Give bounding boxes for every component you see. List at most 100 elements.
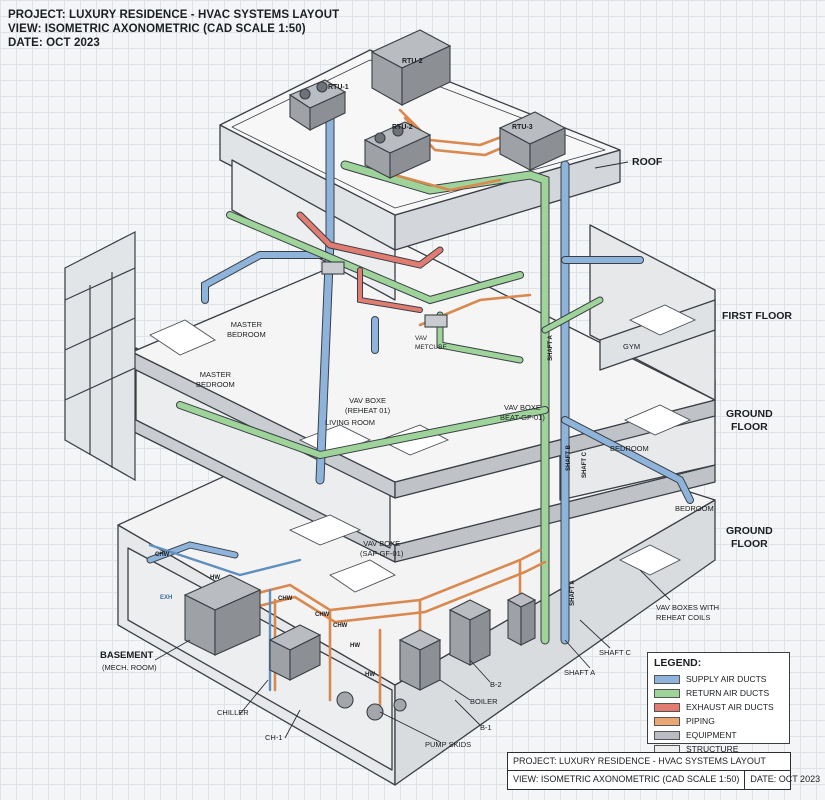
rtu-2a-label: RTU-2 [402, 58, 423, 65]
legend-title: LEGEND: [654, 657, 702, 669]
legend-label: STRUCTURE [686, 744, 739, 754]
legend-label: SUPPLY AIR DUCTS [686, 674, 767, 684]
legend-label: RETURN AIR DUCTS [686, 688, 770, 698]
callout-pump-skids: PUMP SKIDS [425, 740, 472, 749]
legend-rows: SUPPLY AIR DUCTS RETURN AIR DUCTS EXHAUST … [654, 672, 783, 756]
rtu-3-label: RTU-3 [512, 124, 533, 131]
level-basement: BASEMENT [100, 650, 154, 661]
bed-ground [623, 404, 692, 436]
room-living-room: LIVING ROOM [325, 418, 376, 427]
level-basement-sub: (MECH. ROOM) [102, 663, 157, 672]
callout-vav-box-1-line1: VAV BOXE [349, 396, 386, 405]
legend-item: PIPING [654, 714, 783, 728]
shaft-tag-2: SHAFT B [566, 445, 572, 471]
callout-vav-reheat-line1: VAV BOXES WITH [656, 603, 720, 612]
isometric-drawing [64, 29, 716, 786]
rtu-2b-unit [363, 121, 432, 179]
rtu-2b-label: RTU-2 [392, 124, 413, 131]
pipe-tag-chw-3: CHW [315, 612, 330, 618]
rtu-1-unit [288, 79, 347, 132]
level-ground-upper: GROUND FLOOR [726, 408, 773, 434]
bed-master [149, 319, 216, 356]
legend-item: SUPPLY AIR DUCTS [654, 672, 783, 686]
room-bedroom-ground: BEDROOM [610, 444, 649, 453]
legend-label: EXHAUST AIR DUCTS [686, 702, 774, 712]
legend-item: EXHAUST AIR DUCTS [654, 700, 783, 714]
rtu-2a-unit [370, 29, 452, 106]
pipe-tag-hw-2: HW [350, 643, 360, 649]
shaft-tag-3: SHAFT C [582, 452, 588, 478]
legend-item: RETURN AIR DUCTS [654, 686, 783, 700]
callout-ch1: CH-1 [265, 733, 283, 742]
vav-boxes [321, 261, 448, 328]
level-first-floor: FIRST FLOOR [722, 310, 792, 322]
room-master-bedroom-a-line2: BEDROOM [227, 330, 266, 339]
leader-lines [154, 161, 671, 743]
callout-vav-box-2: VAV BOXE BEAT-GF-01) [500, 403, 545, 423]
pipe-tag-hw-1: HW [210, 575, 220, 581]
title-block-row: VIEW: ISOMETRIC AXONOMETRIC (CAD SCALE 1… [508, 771, 820, 789]
callout-vav-top: VAV [415, 335, 428, 342]
equipment [183, 29, 567, 721]
exhaust-air-ducts [296, 211, 444, 313]
callout-b2: B-2 [490, 680, 502, 689]
legend-swatch [654, 674, 680, 684]
level-ground-lower-line1: GROUND [726, 525, 773, 537]
title-block-date: DATE: OCT 2023 [750, 774, 821, 784]
callout-shaft-a: SHAFT A [564, 668, 596, 677]
shaft-tag-1: SHAFT A [547, 335, 554, 361]
pipe-tag-chw-4: CHW [333, 623, 348, 629]
duct-tag-exh: EXH [160, 595, 173, 601]
drawing-header: PROJECT: LUXURY RESIDENCE - HVAC SYSTEMS… [8, 8, 339, 50]
rtu-3-unit [498, 111, 567, 171]
rtu-1-label: RTU-1 [328, 84, 349, 91]
legend-swatch [654, 730, 680, 740]
room-gym: GYM [623, 342, 641, 351]
room-bedroom-lower: BEDROOM [675, 504, 714, 513]
legend-swatch [654, 702, 680, 712]
legend-label: EQUIPMENT [686, 730, 737, 740]
title-block-project: PROJECT: LUXURY RESIDENCE - HVAC SYSTEMS… [508, 753, 790, 771]
callout-vav-box-3-line2: (SAF-GF-01) [360, 549, 404, 558]
header-project: PROJECT: LUXURY RESIDENCE - HVAC SYSTEMS… [8, 9, 340, 21]
pipe-tag-hw-3: HW [365, 672, 375, 678]
room-master-bedroom-a: MASTER BEDROOM [227, 320, 266, 340]
sofa-ground [329, 559, 396, 593]
callout-vav-box-3: VAV BOXE (SAF-GF-01) [360, 539, 403, 559]
level-ground-lower: GROUND FLOOR [726, 525, 773, 551]
level-ground-lower-line2: FLOOR [730, 538, 768, 550]
header-view: VIEW: ISOMETRIC AXONOMETRIC (CAD SCALE 1… [8, 23, 306, 35]
callout-vav-box-1: VAV BOXE (REHEAT 01) [345, 396, 390, 416]
callout-boiler: BOILER [470, 697, 498, 706]
pump-skids-unit [336, 691, 407, 721]
room-master-bedroom-a-line1: MASTER [230, 320, 263, 329]
kitchen-island [288, 514, 362, 546]
callout-vav-box-3-line1: VAV BOXE [363, 539, 401, 548]
legend-box: LEGEND: SUPPLY AIR DUCTS RETURN AIR DUCTS… [647, 652, 790, 754]
legend-label: PIPING [686, 716, 715, 726]
bed-first [628, 304, 697, 336]
callout-vav-box-1-line2: (REHEAT 01) [345, 406, 391, 415]
boiler-unit [398, 592, 537, 691]
callout-chiller: CHILLER [217, 708, 249, 717]
callout-vav-reheat-line2: REHEAT COILS [656, 613, 711, 622]
legend-swatch [654, 688, 680, 698]
callout-vav-reheat: VAV BOXES WITH REHEAT COILS [656, 603, 719, 623]
level-ground-upper-line1: GROUND [726, 408, 773, 420]
header-date: DATE: OCT 2023 [8, 37, 100, 49]
callout-vav-box-2-line1: VAV BOXE [504, 403, 541, 412]
left-facade [64, 231, 136, 482]
callout-vav-box-2-line2: BEAT-GF-01) [500, 413, 545, 422]
title-block: PROJECT: LUXURY RESIDENCE - HVAC SYSTEMS… [507, 752, 820, 790]
pipe-tag-chw-2: CHW [278, 596, 293, 602]
legend-item: EQUIPMENT [654, 728, 783, 742]
shaft-tag-4: SHAFT A [569, 580, 576, 606]
callout-b1: B-1 [480, 723, 492, 732]
callout-vav-metcube: VAV METCUBE [415, 334, 447, 352]
level-ground-upper-line2: FLOOR [730, 421, 768, 433]
supply-air-ducts [146, 95, 694, 645]
legend-swatch [654, 716, 680, 726]
room-master-bedroom-b-line2: BEDROOM [196, 380, 235, 389]
room-master-bedroom-b: MASTER BEDROOM [196, 370, 235, 390]
callout-shaft-c: SHAFT C [599, 648, 631, 657]
